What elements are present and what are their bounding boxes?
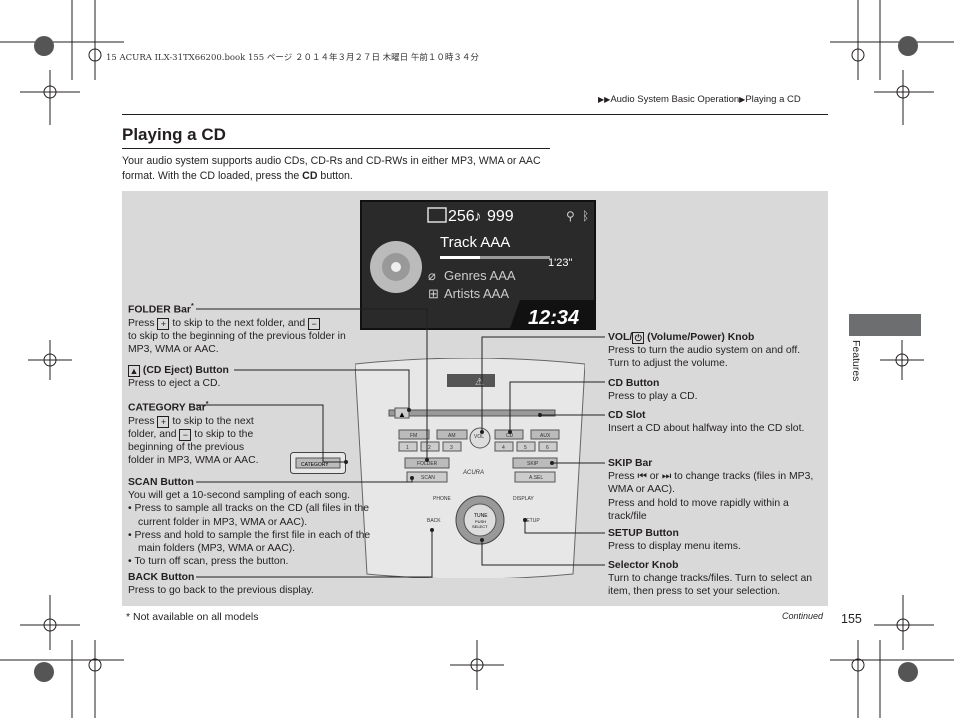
svg-text:CD: CD	[506, 433, 514, 439]
title-rule	[122, 148, 550, 149]
genre-icon: ⌀	[428, 268, 436, 283]
folder-bar-callout: FOLDER Bar* Press + to skip to the next …	[128, 303, 346, 356]
minus-icon: −	[308, 317, 321, 330]
svg-text:A.SEL: A.SEL	[529, 475, 543, 481]
svg-text:SCAN: SCAN	[421, 475, 435, 481]
svg-text:DISPLAY: DISPLAY	[513, 496, 534, 502]
svg-text:1: 1	[406, 445, 409, 451]
hazard-icon: ⚠	[475, 377, 484, 388]
svg-text:1'23": 1'23"	[548, 257, 572, 269]
audio-display: 256 ♪ 999 ⚲ ᛒ Track AAA 1'23" ⌀ Genres A…	[360, 200, 596, 330]
preset-buttons[interactable]: 1 2 3 4 5 6	[398, 441, 558, 452]
skip-bar-callout: SKIP Bar Press ⏮ or ⏭ to change tracks (…	[608, 458, 814, 522]
cd-slot-callout: CD Slot Insert a CD about halfway into t…	[608, 410, 805, 435]
back-callout: BACK Button Press to go back to the prev…	[128, 572, 314, 597]
svg-text:PHONE: PHONE	[433, 496, 451, 502]
eject-callout: ▲ (CD Eject) Button Press to eject a CD.	[128, 365, 229, 390]
eject-button[interactable]: ▲	[394, 407, 410, 419]
display-button[interactable]: DISPLAY	[513, 496, 534, 502]
intro-paragraph: Your audio system supports audio CDs, CD…	[122, 155, 541, 182]
print-header: 15 ACURA ILX-31TX66200.book 155 ページ ２０１４…	[106, 53, 479, 63]
power-icon: ⏻	[632, 332, 645, 344]
svg-text:VOL: VOL	[474, 434, 484, 440]
selector-knob[interactable]: TUNE PUSH SELECT	[455, 495, 505, 545]
plus-icon: +	[157, 415, 170, 428]
svg-text:12:34: 12:34	[528, 307, 579, 329]
usb-icon: ⚲	[566, 209, 575, 223]
cd-button[interactable]: CD	[494, 429, 524, 440]
svg-text:FM: FM	[410, 433, 417, 439]
plus-icon: +	[157, 317, 170, 330]
svg-text:Track AAA: Track AAA	[440, 234, 510, 251]
skip-back-icon: ⏮	[637, 471, 647, 483]
eject-icon: ▲	[128, 365, 140, 377]
category-bar[interactable]: CATEGORY	[301, 462, 329, 468]
svg-text:5: 5	[524, 445, 527, 451]
svg-text:TUNE: TUNE	[474, 513, 488, 519]
svg-text:6: 6	[546, 445, 549, 451]
minus-icon: −	[179, 428, 192, 441]
page-title: Playing a CD	[122, 125, 226, 144]
skip-forward-icon: ⏭	[661, 471, 672, 483]
phone-button[interactable]: PHONE	[433, 496, 451, 502]
am-button[interactable]: AM	[436, 429, 468, 440]
svg-text:BACK: BACK	[427, 518, 441, 524]
svg-text:AUX: AUX	[540, 433, 551, 439]
svg-text:SKIP: SKIP	[527, 461, 539, 467]
audio-console: ⚠ ▲ FM AM CD AUX 1 2 3 4 5 6 VOL FOLDER …	[355, 358, 585, 578]
svg-text:PUSH: PUSH	[475, 519, 486, 524]
category-bar-inset: CATEGORY	[290, 452, 346, 474]
bluetooth-icon: ᛒ	[582, 209, 589, 223]
cd-button-callout: CD Button Press to play a CD.	[608, 378, 698, 403]
svg-text:AM: AM	[448, 433, 456, 439]
selector-knob-callout: Selector Knob Turn to change tracks/file…	[608, 560, 813, 598]
back-button[interactable]: BACK	[427, 518, 441, 524]
category-bar-callout: CATEGORY Bar* Press + to skip to the nex…	[128, 401, 259, 467]
artist-icon: ⊞	[428, 286, 439, 301]
continued-label: Continued	[782, 611, 824, 621]
svg-text:2: 2	[428, 445, 431, 451]
svg-text:3: 3	[450, 445, 453, 451]
header-rule	[122, 114, 828, 115]
fm-button[interactable]: FM	[398, 429, 430, 440]
scan-button[interactable]: SCAN	[406, 471, 448, 483]
svg-text:4: 4	[502, 445, 505, 451]
svg-text:SETUP: SETUP	[523, 518, 540, 524]
a-sel-button[interactable]: A.SEL	[514, 471, 556, 483]
breadcrumb-item[interactable]: Audio System Basic Operation	[610, 94, 740, 105]
svg-text:Genres AAA: Genres AAA	[444, 268, 516, 283]
svg-text:SELECT: SELECT	[472, 524, 488, 529]
section-tab[interactable]	[849, 314, 921, 336]
setup-callout: SETUP Button Press to display menu items…	[608, 528, 741, 553]
vol-knob[interactable]: VOL	[469, 427, 491, 449]
note-icon: ♪	[474, 208, 482, 225]
svg-text:Artists AAA: Artists AAA	[444, 286, 509, 301]
svg-text:▲: ▲	[398, 410, 406, 419]
svg-text:FOLDER: FOLDER	[417, 461, 438, 467]
setup-button[interactable]: SETUP	[523, 518, 540, 524]
scan-callout: SCAN Button You will get a 10-second sam…	[128, 477, 371, 568]
side-label: Features	[850, 340, 862, 382]
footnote: * Not available on all models	[126, 611, 259, 623]
svg-text:256: 256	[448, 208, 475, 225]
folder-icon	[427, 207, 447, 223]
breadcrumb: ▶▶Audio System Basic Operation▶Playing a…	[598, 94, 801, 105]
aux-button[interactable]: AUX	[530, 429, 560, 440]
brand-logo: ACURA	[462, 470, 484, 476]
svg-text:999: 999	[487, 208, 514, 225]
page-number: 155	[841, 612, 862, 626]
breadcrumb-item[interactable]: Playing a CD	[745, 94, 801, 105]
vol-callout: VOL/⏻ (Volume/Power) Knob Press to turn …	[608, 332, 801, 370]
